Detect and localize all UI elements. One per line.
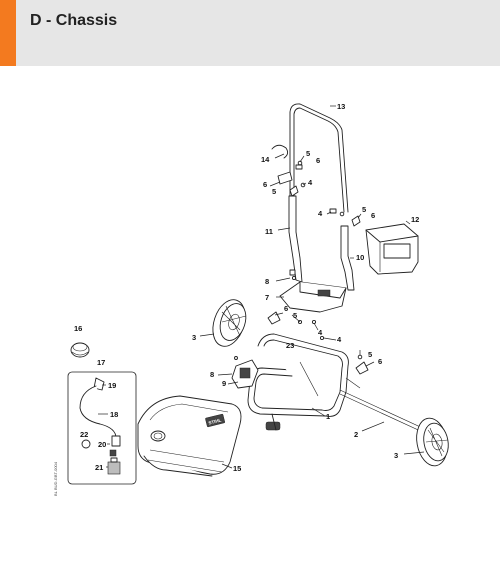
callout-6: 6 xyxy=(263,180,267,189)
callout-10: 10 xyxy=(356,253,364,262)
callout-14: 14 xyxy=(261,155,270,164)
callout-4: 4 xyxy=(318,328,323,337)
callout-15: 15 xyxy=(233,464,241,473)
handle-tube-right xyxy=(340,225,355,291)
callout-3: 3 xyxy=(192,333,196,342)
callout-5: 5 xyxy=(368,350,372,359)
tank-part: STIHL xyxy=(137,395,242,477)
callout-20: 20 xyxy=(98,440,106,449)
callout-5: 5 xyxy=(362,205,366,214)
callout-16: 16 xyxy=(74,324,82,333)
callout-4: 4 xyxy=(308,178,313,187)
side-code: BUD-GBT-0004 xyxy=(53,461,58,490)
page-header: D - Chassis xyxy=(0,0,500,66)
callout-5: 5 xyxy=(293,311,297,320)
page-title: D - Chassis xyxy=(30,12,118,29)
callout-19: 19 xyxy=(108,381,116,390)
wheel-right xyxy=(416,417,449,467)
callout-23: 23 xyxy=(286,341,294,350)
clip-part-14 xyxy=(271,144,289,159)
cap-part xyxy=(70,342,90,358)
wheel-left xyxy=(212,299,247,347)
callout-8: 8 xyxy=(210,370,214,379)
tank-logo-text: STIHL xyxy=(208,418,222,426)
frame-part xyxy=(247,333,361,431)
header-accent-bar xyxy=(0,0,16,66)
callout-5: 5 xyxy=(306,149,310,158)
handle-part xyxy=(289,103,349,223)
callout-4: 4 xyxy=(318,209,323,218)
callout-6: 6 xyxy=(371,211,375,220)
callout-6: 6 xyxy=(316,156,320,165)
callout-2: 2 xyxy=(354,430,358,439)
fastener-cluster-top xyxy=(277,160,361,227)
side-code-group: BUD-GBT-0004 BL xyxy=(53,461,58,496)
callout-17: 17 xyxy=(97,358,105,367)
hose-kit-box xyxy=(67,371,137,485)
callout-6: 6 xyxy=(378,357,382,366)
callout-8: 8 xyxy=(265,277,269,286)
latch-part-9 xyxy=(231,356,259,389)
callout-22: 22 xyxy=(80,430,88,439)
callout-6: 6 xyxy=(284,304,288,313)
callout-7: 7 xyxy=(265,293,269,302)
callout-1: 1 xyxy=(326,412,330,421)
callout-labels: 13 14 5 6 6 5 4 4 5 6 12 11 10 8 7 6 5 4… xyxy=(74,102,419,473)
callout-18: 18 xyxy=(110,410,118,419)
hose-bracket-part xyxy=(279,269,347,313)
callout-9: 9 xyxy=(222,379,226,388)
side-code-2: BL xyxy=(53,490,58,496)
tool-holder-part xyxy=(365,223,419,275)
callout-11: 11 xyxy=(265,227,273,236)
callout-13: 13 xyxy=(337,102,345,111)
callout-4: 4 xyxy=(337,335,342,344)
callout-3: 3 xyxy=(394,451,398,460)
fasteners-frame xyxy=(267,311,369,375)
callout-12: 12 xyxy=(411,215,419,224)
callout-21: 21 xyxy=(95,463,103,472)
callout-5: 5 xyxy=(272,187,276,196)
leader-lines xyxy=(98,105,425,469)
